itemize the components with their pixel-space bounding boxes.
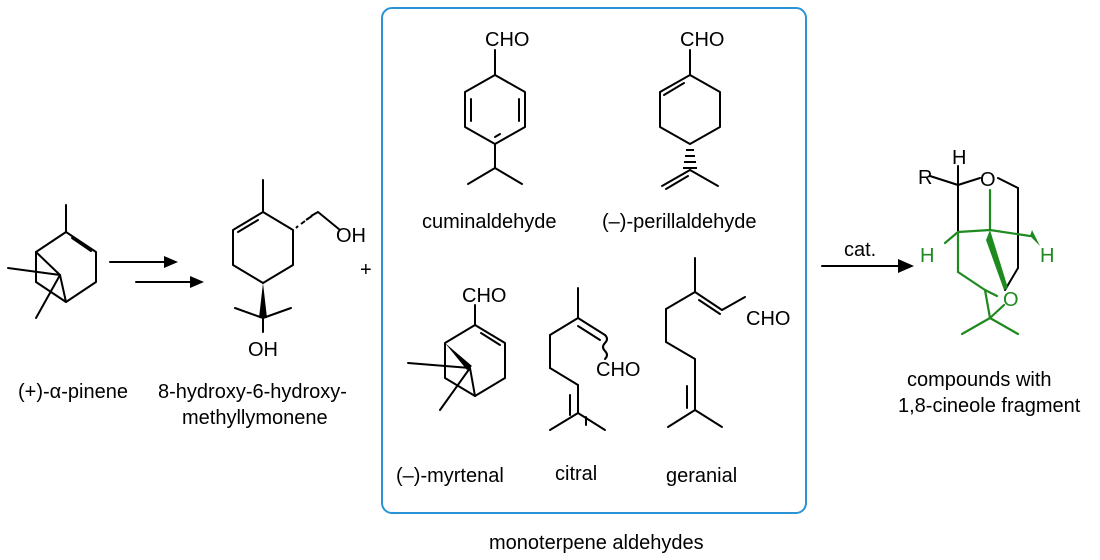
oh-label-lower: OH [248, 339, 278, 361]
hydroxy-limonene-label-line1: 8-hydroxy-6-hydroxy- [158, 381, 347, 403]
ring-oxygen-label: O [980, 169, 996, 191]
box-caption: monoterpene aldehydes [489, 532, 704, 554]
hydroxy-limonene-label-line2: methyllymonene [182, 407, 328, 429]
cuminaldehyde-structure [464, 49, 526, 185]
cuminaldehyde-label: cuminaldehyde [422, 211, 557, 233]
h-label-top: H [952, 147, 966, 169]
myrtenal-label: (–)-myrtenal [396, 465, 504, 487]
bridge-oxygen-label: O [1003, 289, 1019, 311]
myrtenal-structure [407, 304, 506, 411]
reaction-arrow [821, 259, 914, 273]
h-label-right: H [1040, 245, 1054, 267]
catalyst-label: cat. [844, 239, 876, 261]
citral-label: citral [555, 463, 597, 485]
alpha-pinene-structure [7, 204, 97, 319]
r-group-label: R [918, 167, 932, 189]
perillaldehyde-structure [659, 49, 721, 190]
cho-label-perillaldehyde: CHO [680, 29, 724, 51]
alpha-pinene-label: (+)-α-pinene [18, 381, 128, 403]
two-step-arrows [109, 256, 204, 288]
cho-label-citral: CHO [596, 359, 640, 381]
geranial-structure [665, 257, 746, 428]
monoterpene-aldehydes-box [381, 7, 807, 514]
product-label-line2: 1,8-cineole fragment [898, 395, 1081, 417]
perillaldehyde-label: (–)-perillaldehyde [602, 211, 757, 233]
plus-sign: + [360, 259, 372, 281]
product-label-line1: compounds with [907, 369, 1052, 391]
cho-label-myrtenal: CHO [462, 285, 506, 307]
hydroxy-limonene-structure [232, 179, 341, 333]
h-label-left: H [920, 245, 934, 267]
cho-label-cuminaldehyde: CHO [485, 29, 529, 51]
cineole-product-structure [929, 165, 1040, 336]
geranial-label: geranial [666, 465, 737, 487]
cho-label-geranial: CHO [746, 308, 790, 330]
citral-structure [549, 287, 608, 431]
oh-label: OH [336, 225, 366, 247]
